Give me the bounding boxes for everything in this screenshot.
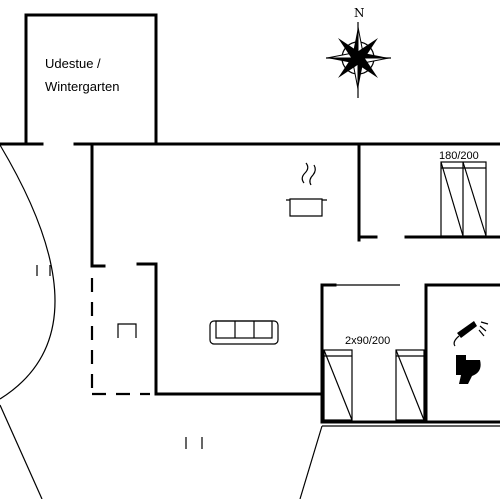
main-walls [0, 142, 500, 424]
twin-beds: 2x90/200 [323, 335, 425, 421]
twin-beds-label: 2x90/200 [345, 335, 390, 347]
chair-icon [117, 323, 137, 338]
dashed-partitions [90, 278, 400, 396]
shower-icon [453, 321, 489, 347]
wintergarden-label-line2: Wintergarten [45, 79, 119, 94]
double-bed: 180/200 [439, 150, 487, 237]
wintergarden-room: Udestue / Wintergarten [24, 13, 158, 146]
single-bed-left [323, 349, 353, 421]
cooking-pot-icon [286, 162, 327, 217]
terrace-marks [36, 265, 203, 449]
double-bed-label: 180/200 [439, 150, 479, 162]
terrace-outline [0, 144, 500, 499]
compass-north-label: N [354, 6, 365, 20]
wintergarden-label-line1: Udestue / [45, 56, 101, 71]
sofa-icon [209, 320, 279, 345]
single-bed-right [395, 349, 425, 421]
toilet-icon [456, 355, 481, 384]
compass-rose-icon: N [326, 6, 391, 98]
